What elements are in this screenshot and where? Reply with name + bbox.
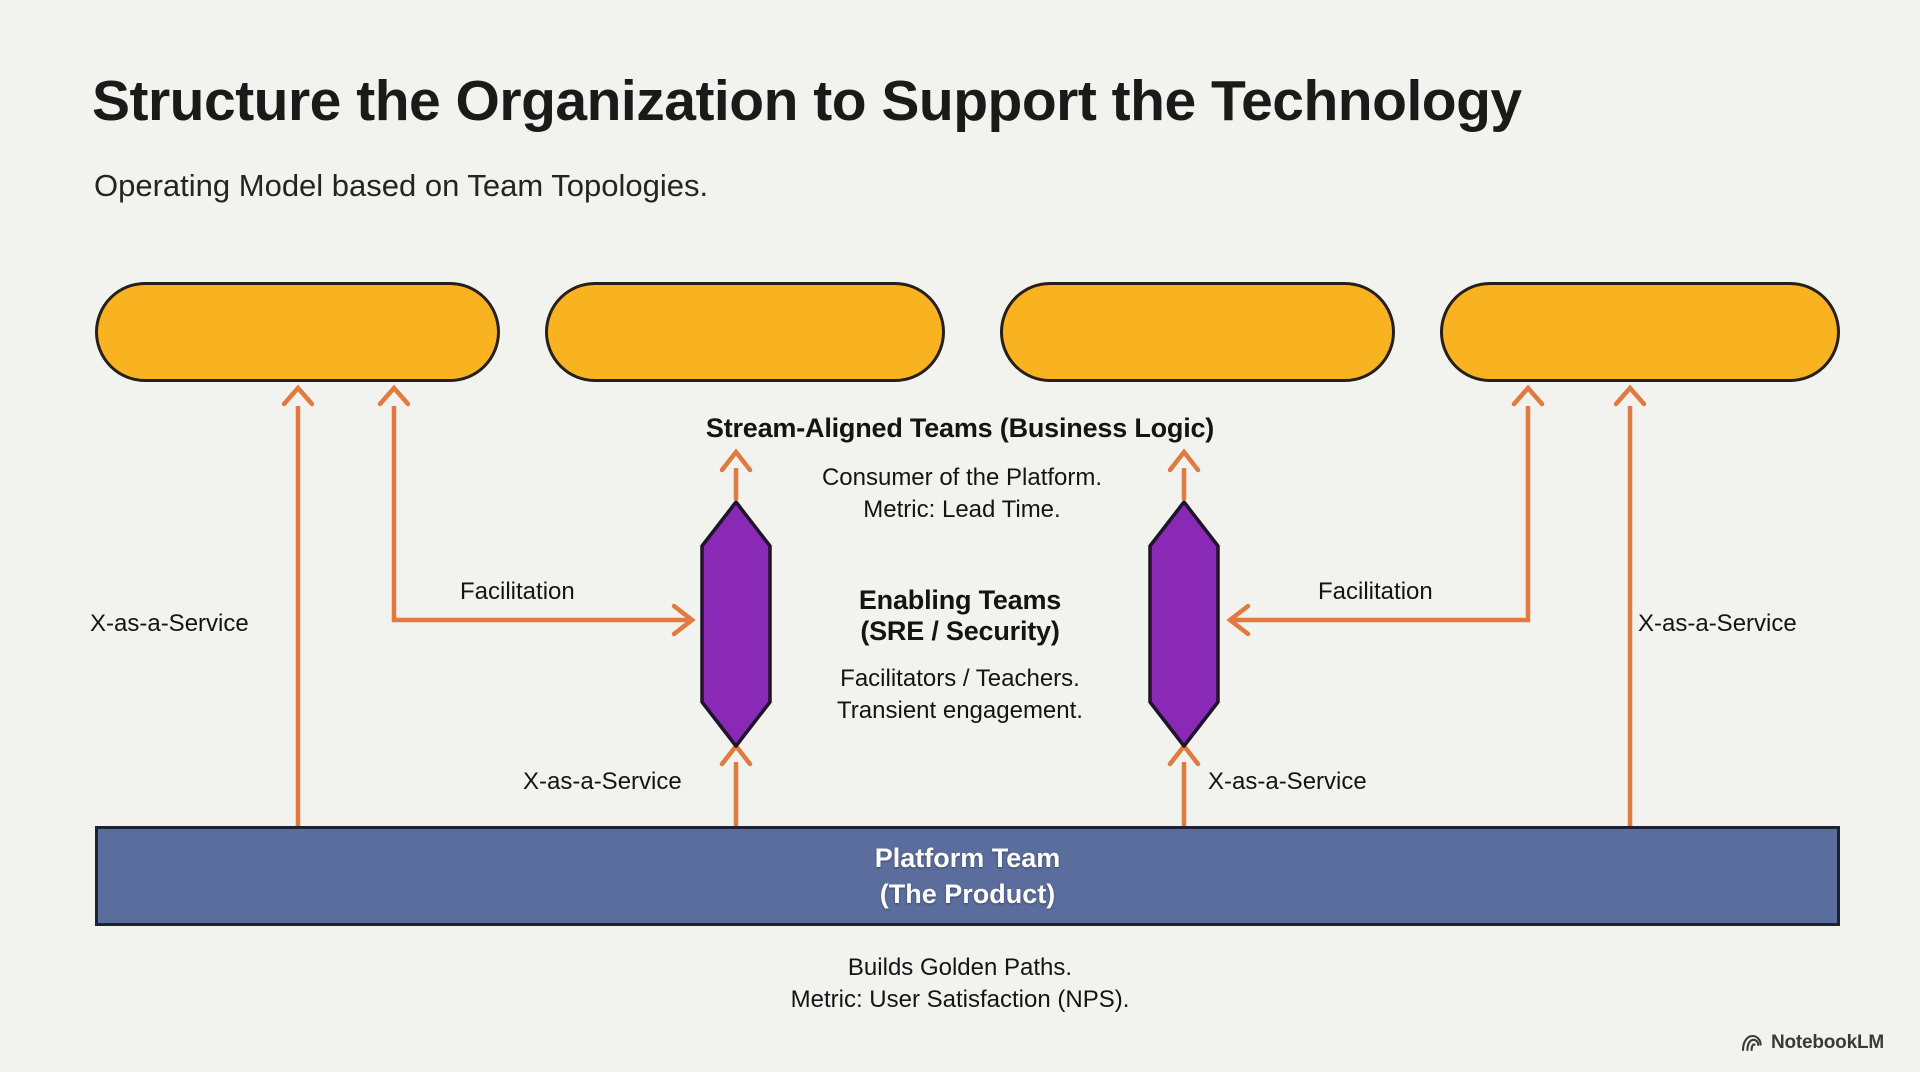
arrow-platform-to-stream4-right bbox=[1613, 384, 1647, 826]
enabling-teams-heading-line-2: (SRE / Security) bbox=[860, 616, 1060, 646]
edge-label-xaas-inner-right: X-as-a-Service bbox=[1208, 768, 1367, 795]
edge-label-xaas-far-left: X-as-a-Service bbox=[90, 610, 249, 637]
edge-label-xaas-far-right: X-as-a-Service bbox=[1638, 610, 1797, 637]
enabling-teams-note-line-2: Transient engagement. bbox=[837, 696, 1083, 724]
stream-aligned-heading: Stream-Aligned Teams (Business Logic) bbox=[705, 413, 1215, 443]
page-title: Structure the Organization to Support th… bbox=[92, 69, 1522, 133]
enabling-teams-note-line-1: Facilitators / Teachers. bbox=[840, 665, 1080, 692]
arrow-platform-to-stream1-left bbox=[281, 384, 315, 826]
arrow-platform-to-enabling-right bbox=[1167, 742, 1201, 826]
enabling-hexagon-left[interactable] bbox=[700, 500, 772, 748]
enabling-hexagon-right[interactable] bbox=[1148, 500, 1220, 748]
platform-team-note: Builds Golden Paths. Metric: User Satisf… bbox=[791, 952, 1130, 1016]
edge-label-facilitation-right: Facilitation bbox=[1318, 578, 1433, 605]
notebooklm-watermark: NotebookLM bbox=[1741, 1032, 1884, 1054]
stream-aligned-box-4[interactable] bbox=[1440, 282, 1840, 382]
edge-label-xaas-inner-left: X-as-a-Service bbox=[523, 768, 682, 795]
enabling-teams-heading-line-1: Enabling Teams bbox=[858, 585, 1062, 615]
notebooklm-logo-icon bbox=[1741, 1034, 1763, 1052]
platform-team-note-line-1: Builds Golden Paths. bbox=[847, 954, 1073, 981]
enabling-teams-note: Facilitators / Teachers. Transient engag… bbox=[837, 663, 1083, 727]
arrow-enabling-right-to-stream3 bbox=[1167, 448, 1201, 500]
stream-aligned-note-line-1: Consumer of the Platform. bbox=[821, 464, 1103, 491]
enabling-teams-heading: Enabling Teams (SRE / Security) bbox=[859, 585, 1061, 647]
platform-team-title: Platform Team bbox=[874, 842, 1061, 873]
stream-aligned-note: Consumer of the Platform. Metric: Lead T… bbox=[822, 462, 1102, 526]
notebooklm-watermark-label: NotebookLM bbox=[1770, 1032, 1884, 1053]
platform-team-note-line-2: Metric: User Satisfaction (NPS). bbox=[790, 985, 1130, 1013]
stream-aligned-box-3[interactable] bbox=[1000, 282, 1395, 382]
edge-label-facilitation-left: Facilitation bbox=[460, 578, 575, 605]
stream-aligned-box-1[interactable] bbox=[95, 282, 500, 382]
stream-aligned-note-line-2: Metric: Lead Time. bbox=[863, 495, 1061, 523]
arrow-enabling-left-to-stream2 bbox=[719, 448, 753, 500]
stream-aligned-box-2[interactable] bbox=[545, 282, 945, 382]
arrow-platform-to-enabling-left bbox=[719, 742, 753, 826]
platform-team-subtitle: (The Product) bbox=[879, 879, 1056, 909]
platform-team-bar[interactable]: Platform Team (The Product) bbox=[95, 826, 1840, 926]
page-subtitle: Operating Model based on Team Topologies… bbox=[94, 168, 709, 203]
